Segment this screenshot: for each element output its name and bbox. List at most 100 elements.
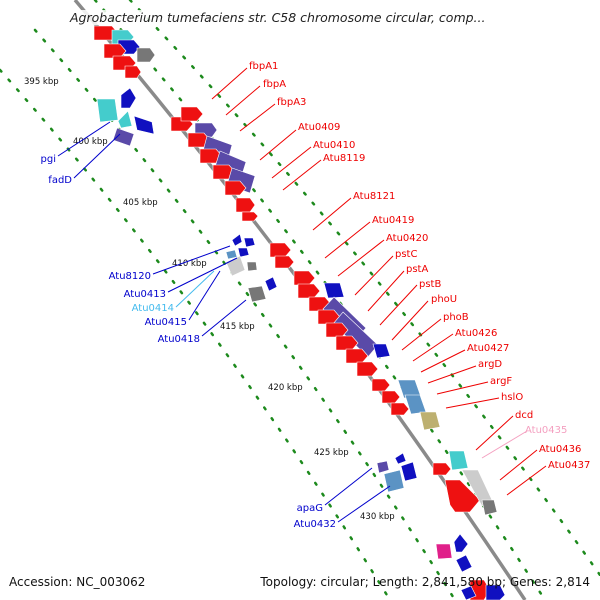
gene-label: Atu0436 xyxy=(539,444,581,455)
gene-label: pstA xyxy=(406,264,428,275)
gene-arrow xyxy=(120,87,137,109)
gene-arrow xyxy=(133,115,155,135)
gene-arrow xyxy=(112,127,135,147)
gene-label: pgi xyxy=(41,154,56,165)
gene-arrow xyxy=(394,452,407,465)
topology-text: Topology: circular; Length: 2,841,580 bp… xyxy=(260,575,590,589)
gene-arrow xyxy=(335,335,359,351)
gene-arrow xyxy=(247,285,267,303)
gene-label: phoU xyxy=(431,294,457,305)
gene-arrow xyxy=(246,261,258,272)
gene-label: fadD xyxy=(48,175,72,186)
tick-label: 415 kbp xyxy=(220,322,255,332)
gene-label: pstB xyxy=(419,279,441,290)
gene-label: fbpA1 xyxy=(249,61,278,72)
gene-arrow xyxy=(404,394,427,415)
gene-arrow xyxy=(269,242,292,258)
gene-arrow xyxy=(117,110,133,129)
gene-arrow xyxy=(243,237,256,248)
gene-arrow xyxy=(103,43,127,59)
gene-arrow xyxy=(274,255,295,269)
gene-arrow xyxy=(455,554,473,573)
gene-label: Atu0426 xyxy=(455,328,497,339)
tick-label: 430 kbp xyxy=(360,512,395,522)
gene-label: fbpA3 xyxy=(277,97,306,108)
gene-arrow xyxy=(96,98,119,123)
gene-arrow xyxy=(237,247,250,258)
gene-arrow xyxy=(180,106,204,122)
gene-arrow xyxy=(293,270,316,286)
gene-arrow xyxy=(376,460,390,474)
gene-label: Atu0415 xyxy=(145,317,187,328)
gene-arrow xyxy=(383,469,405,493)
tick-label: 410 kbp xyxy=(172,259,207,269)
gene-arrow xyxy=(435,543,453,560)
gene-label: Atu0420 xyxy=(386,233,428,244)
forward-leader-lines xyxy=(211,67,547,496)
gene-label: Atu0410 xyxy=(313,140,355,151)
gene-arrow xyxy=(432,462,452,476)
reverse-leader-lines xyxy=(57,121,391,523)
reverse-genes xyxy=(96,87,477,600)
gene-arrow xyxy=(325,322,349,338)
gene-arrow xyxy=(444,479,481,513)
gene-arrow xyxy=(372,343,391,359)
gene-arrow xyxy=(371,378,391,392)
gene-label: Atu0427 xyxy=(467,343,509,354)
map-title: Agrobacterium tumefaciens str. C58 chrom… xyxy=(68,10,488,25)
gene-label: phoB xyxy=(443,312,469,323)
gene-label: pstC xyxy=(395,249,417,260)
gene-label: Atu0409 xyxy=(298,122,340,133)
gene-arrow xyxy=(453,533,469,553)
outer-guide-ring-2 xyxy=(128,0,600,577)
gene-arrow xyxy=(345,348,369,364)
gene-label: argF xyxy=(490,376,512,387)
inner-guide-ring-2 xyxy=(0,68,392,600)
gene-arrow xyxy=(356,361,379,377)
gene-arrow xyxy=(231,233,243,247)
forward-genes xyxy=(93,25,506,600)
gene-label: dcd xyxy=(515,410,533,421)
gene-arrow xyxy=(224,180,247,196)
gene-arrow xyxy=(485,584,506,600)
gene-label: fbpA xyxy=(263,79,286,90)
gene-arrow xyxy=(481,499,498,516)
tick-label: 400 kbp xyxy=(73,137,108,147)
gene-label: Atu8121 xyxy=(353,191,395,202)
gene-arrow xyxy=(448,450,469,471)
gene-label: Atu8119 xyxy=(323,153,365,164)
gene-arrow xyxy=(323,282,345,299)
tick-label: 425 kbp xyxy=(314,448,349,458)
gene-label: Atu0432 xyxy=(294,519,336,530)
gene-label: argD xyxy=(478,359,502,370)
gene-arrow xyxy=(124,65,142,79)
accession-text: Accession: NC_003062 xyxy=(9,575,146,589)
gene-arrow xyxy=(235,197,256,213)
gene-arrow xyxy=(460,585,477,600)
gene-arrow xyxy=(390,402,410,416)
gene-label: Atu0419 xyxy=(372,215,414,226)
reverse-gene-labels: pgi fadD Atu8120 Atu0413 Atu0414 Atu0415… xyxy=(41,154,336,530)
tick-label: 420 kbp xyxy=(268,383,303,393)
gene-label: Atu0414 xyxy=(132,303,174,314)
gene-label: Atu0413 xyxy=(124,289,166,300)
gene-arrow xyxy=(297,283,321,299)
gene-label: Atu0418 xyxy=(158,334,200,345)
gene-arrow xyxy=(381,390,401,404)
gene-arrow xyxy=(264,276,278,292)
gene-label: Atu0437 xyxy=(548,460,590,471)
gene-label: Atu0435 xyxy=(525,425,567,436)
gene-arrow xyxy=(136,47,156,63)
forward-gene-labels: fbpA1 fbpA fbpA3 Atu0409 Atu0410 Atu8119… xyxy=(249,61,590,471)
gene-arrow xyxy=(241,211,259,222)
gene-label: apaG xyxy=(297,503,323,514)
tick-label: 405 kbp xyxy=(123,198,158,208)
gene-label: Atu8120 xyxy=(109,271,151,282)
gene-arrow xyxy=(400,461,418,482)
gene-arrow xyxy=(225,249,238,260)
gene-arrow xyxy=(419,411,441,431)
tick-labels: 395 kbp 400 kbp 405 kbp 410 kbp 415 kbp … xyxy=(24,77,395,522)
gene-label: hslO xyxy=(501,392,523,403)
tick-label: 395 kbp xyxy=(24,77,59,87)
